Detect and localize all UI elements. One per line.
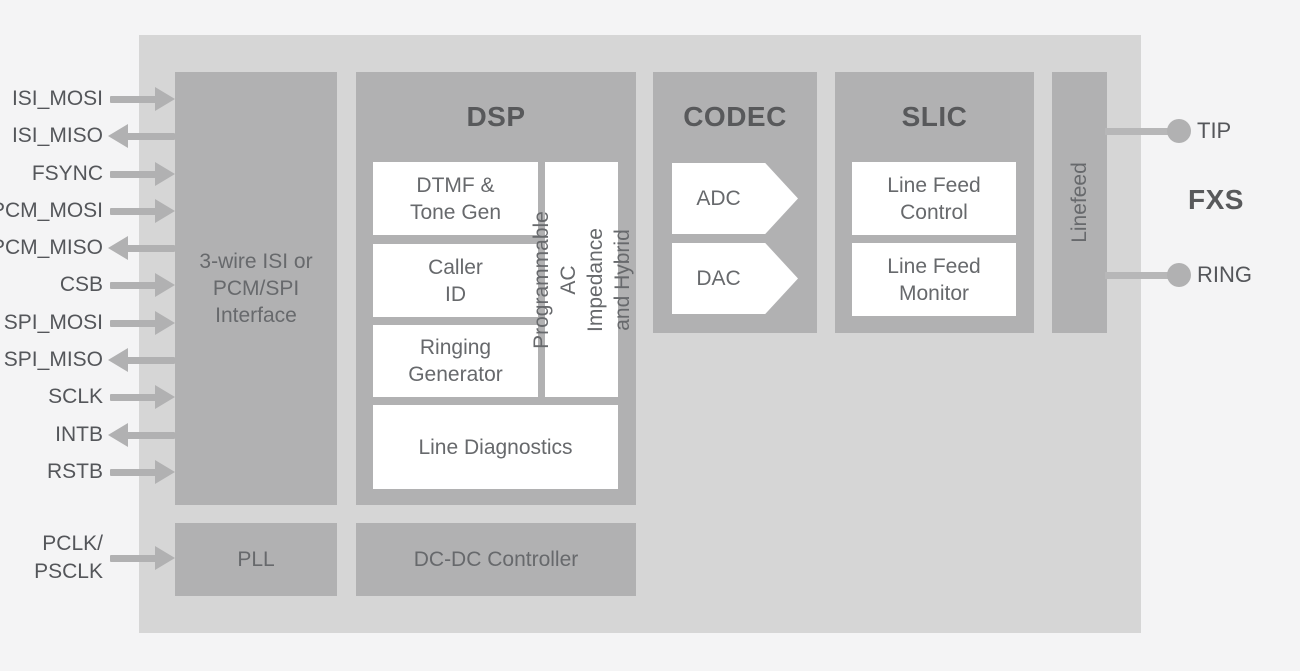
ring-label: RING <box>1197 262 1252 287</box>
block-ringing-generator: Ringing Generator <box>373 325 538 397</box>
block-line-diagnostics: Line Diagnostics <box>373 405 618 489</box>
dcdc-label: DC-DC Controller <box>413 548 579 571</box>
pin-label: SCLK <box>48 385 103 408</box>
arrow-right-icon <box>108 546 175 570</box>
linefeed-label: Linefeed <box>1068 162 1092 243</box>
ring-terminal-icon <box>1167 263 1191 287</box>
block-dcdc-controller: DC-DC Controller <box>356 523 636 596</box>
fxs-label: FXS <box>1188 184 1244 215</box>
arrow-left-icon <box>108 348 175 372</box>
arrow-right-icon <box>108 311 175 335</box>
pin-label: PCLK/ PSCLK <box>34 532 103 583</box>
pin-label: CSB <box>59 273 103 296</box>
block-programmable-ac-impedance-hybrid: Programmable AC Impedance and Hybrid <box>530 162 634 397</box>
block-linefeed: Linefeed <box>1052 72 1107 333</box>
block-line-feed-monitor: Line Feed Monitor <box>852 243 1016 316</box>
pll-label: PLL <box>237 548 275 571</box>
pin-label: SPI_MOSI <box>3 311 103 334</box>
pin-label: INTB <box>55 423 103 446</box>
tip-wire <box>1105 127 1171 135</box>
arrow-right-icon <box>108 162 175 186</box>
pin-label: ISI_MISO <box>11 124 103 147</box>
ring-wire <box>1105 271 1171 279</box>
tip-label: TIP <box>1197 118 1232 143</box>
tip-terminal-icon <box>1167 119 1191 143</box>
pin-label: ISI_MOSI <box>11 87 103 110</box>
interface-block-label: 3-wire ISI or PCM/SPI Interface <box>199 250 313 327</box>
block-isi-pcm-spi-interface: 3-wire ISI or PCM/SPI Interface <box>175 72 337 505</box>
pin-label: RSTB <box>46 460 103 483</box>
arrow-left-icon <box>108 124 175 148</box>
slic-title: SLIC <box>901 101 968 132</box>
codec-title: CODEC <box>683 101 787 132</box>
pin-label: SPI_MISO <box>3 348 103 371</box>
block-dtmf-tone-gen: DTMF & Tone Gen <box>373 162 538 235</box>
arrow-right-icon <box>108 385 175 409</box>
pin-label: PCM_MOSI <box>0 199 103 222</box>
arrow-right-icon <box>108 273 175 297</box>
arrow-left-icon <box>108 423 175 447</box>
programmable-ac-label: Programmable AC Impedance and Hybrid <box>529 210 634 349</box>
arrow-left-icon <box>108 236 175 260</box>
arrow-right-icon <box>108 87 175 111</box>
block-pll: PLL <box>175 523 337 596</box>
block-line-feed-control: Line Feed Control <box>852 162 1016 235</box>
arrow-right-icon <box>108 460 175 484</box>
pin-label: PCM_MISO <box>0 236 103 259</box>
dsp-title: DSP <box>466 101 526 132</box>
pin-label: FSYNC <box>31 162 103 185</box>
arrow-right-icon <box>108 199 175 223</box>
block-caller-id: Caller ID <box>373 244 538 317</box>
